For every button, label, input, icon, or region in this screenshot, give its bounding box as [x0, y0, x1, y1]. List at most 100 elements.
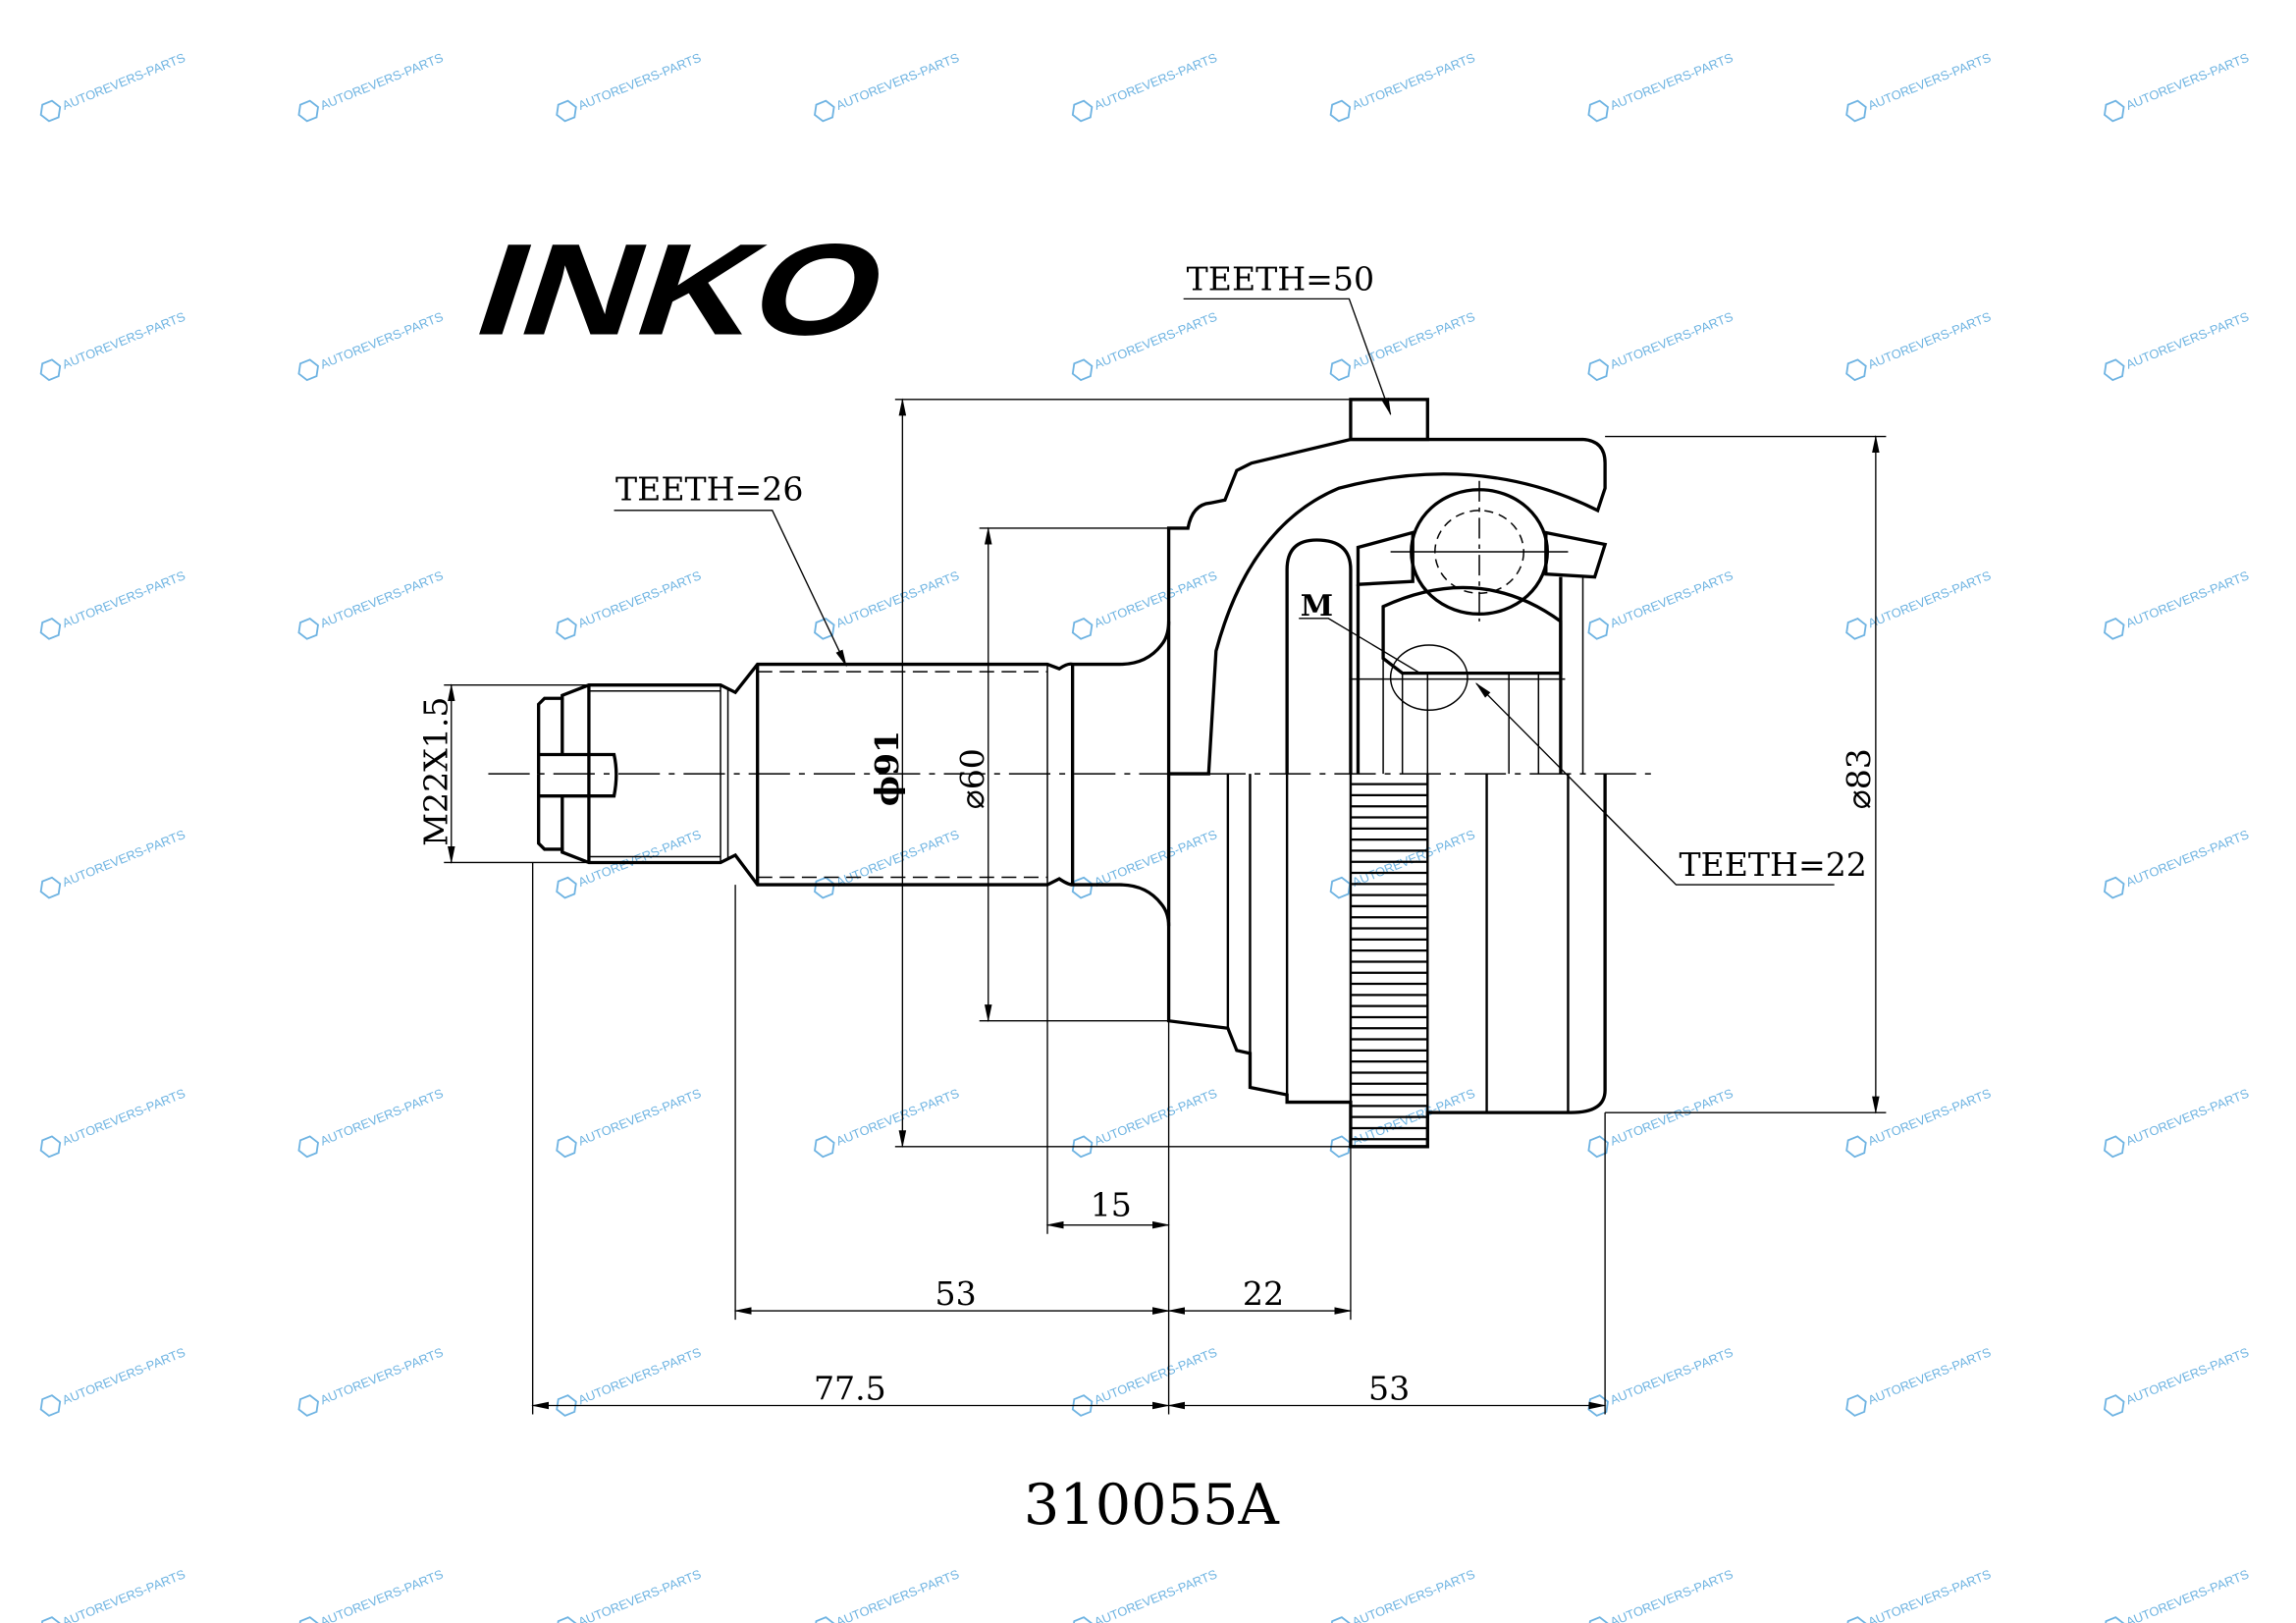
watermark-badge-icon [1587, 99, 1609, 123]
watermark-text: AUTOREVERS-PARTS [576, 50, 704, 113]
watermark-badge-icon [2104, 1135, 2125, 1159]
diameter-60-label: ⌀60 [953, 748, 991, 809]
watermark: AUTOREVERS-PARTS [1329, 1566, 1477, 1623]
diameter-83-label: ⌀83 [1840, 748, 1878, 809]
watermark-text: AUTOREVERS-PARTS [2124, 309, 2252, 372]
watermark-text: AUTOREVERS-PARTS [1866, 1566, 1994, 1623]
watermark-badge-icon [39, 358, 62, 382]
watermark-badge-icon [2104, 1394, 2125, 1417]
watermark-text: AUTOREVERS-PARTS [2124, 1566, 2252, 1623]
diameter-91-label: ϕ91 [868, 730, 906, 806]
watermark-badge-icon [1071, 1394, 1094, 1417]
watermark: AUTOREVERS-PARTS [2104, 309, 2252, 382]
watermark-text: AUTOREVERS-PARTS [60, 827, 187, 890]
watermark: AUTOREVERS-PARTS [556, 50, 704, 123]
part-number: 310055A [1024, 1472, 1280, 1538]
bell-housing-exterior [1166, 774, 1607, 1149]
watermark: AUTOREVERS-PARTS [556, 568, 704, 640]
watermark-badge-icon [556, 1135, 577, 1159]
watermark-text: AUTOREVERS-PARTS [1608, 1344, 1735, 1407]
watermark: AUTOREVERS-PARTS [2104, 568, 2251, 640]
watermark-text: AUTOREVERS-PARTS [1350, 827, 1477, 890]
watermark: AUTOREVERS-PARTS [1845, 1566, 1994, 1623]
teeth-22-label: TEETH=22 [1679, 845, 1866, 884]
watermark-text: AUTOREVERS-PARTS [1092, 50, 1219, 113]
watermark-badge-icon [1845, 1135, 1867, 1159]
watermark: AUTOREVERS-PARTS [39, 1344, 187, 1417]
watermark-text: AUTOREVERS-PARTS [576, 1344, 704, 1407]
watermark-text: AUTOREVERS-PARTS [2124, 1086, 2252, 1149]
watermark-text: AUTOREVERS-PARTS [1350, 309, 1477, 372]
watermark-badge-icon [297, 358, 319, 382]
watermark-badge-icon [1329, 1616, 1352, 1623]
watermark-badge-icon [39, 876, 62, 899]
watermark: AUTOREVERS-PARTS [1071, 309, 1219, 382]
teeth-50-label: TEETH=50 [1187, 259, 1374, 298]
watermark-badge-icon [1071, 99, 1094, 123]
watermark-text: AUTOREVERS-PARTS [318, 1344, 446, 1407]
watermark-text: AUTOREVERS-PARTS [1608, 1566, 1735, 1623]
watermark: AUTOREVERS-PARTS [1845, 1086, 1994, 1159]
watermark: AUTOREVERS-PARTS [297, 568, 446, 640]
watermark-badge-icon [556, 99, 577, 123]
watermark-badge-icon [297, 1135, 319, 1159]
watermark: AUTOREVERS-PARTS [297, 1086, 446, 1159]
watermark: AUTOREVERS-PARTS [1845, 50, 1993, 123]
watermark-badge-icon [1071, 358, 1094, 382]
dim-77-5-label: 77.5 [814, 1369, 886, 1407]
watermark-text: AUTOREVERS-PARTS [60, 1344, 187, 1407]
watermark: AUTOREVERS-PARTS [1587, 1086, 1735, 1159]
watermark-badge-icon [1587, 1135, 1609, 1159]
watermark-text: AUTOREVERS-PARTS [2124, 1344, 2252, 1407]
watermark: AUTOREVERS-PARTS [297, 309, 446, 382]
watermark: AUTOREVERS-PARTS [814, 568, 961, 640]
watermark-badge-icon [1845, 358, 1867, 382]
watermark: AUTOREVERS-PARTS [556, 1086, 703, 1159]
dim-53-shaft-label: 53 [935, 1274, 977, 1313]
watermark-badge-icon [2104, 876, 2125, 899]
watermark-badge-icon [556, 1616, 577, 1623]
watermark: AUTOREVERS-PARTS [1587, 1566, 1735, 1623]
watermark-text: AUTOREVERS-PARTS [60, 1086, 187, 1149]
watermark: AUTOREVERS-PARTS [1587, 568, 1735, 640]
watermark-text: AUTOREVERS-PARTS [834, 50, 962, 113]
watermark: AUTOREVERS-PARTS [1071, 568, 1219, 640]
watermark: AUTOREVERS-PARTS [2104, 1086, 2252, 1159]
watermark: AUTOREVERS-PARTS [1071, 1086, 1219, 1159]
watermark-badge-icon [814, 99, 835, 123]
watermark-badge-icon [297, 1394, 319, 1417]
watermark-text: AUTOREVERS-PARTS [60, 1566, 187, 1623]
watermark-text: AUTOREVERS-PARTS [2124, 827, 2252, 890]
watermark-text: AUTOREVERS-PARTS [1092, 1344, 1219, 1407]
watermark-text: AUTOREVERS-PARTS [1092, 1566, 1219, 1623]
watermark: AUTOREVERS-PARTS [297, 50, 446, 123]
dimension-lines [444, 298, 1887, 1415]
watermark-badge-icon [2104, 358, 2125, 382]
watermark-badge-icon [1071, 618, 1094, 640]
watermark: AUTOREVERS-PARTS [1587, 309, 1735, 382]
watermark: AUTOREVERS-PARTS [814, 1086, 961, 1159]
watermark-badge-icon [39, 618, 62, 640]
watermark-text: AUTOREVERS-PARTS [1866, 1086, 1994, 1149]
watermark-badge-icon [1845, 618, 1867, 640]
watermark: AUTOREVERS-PARTS [814, 827, 961, 899]
watermark: AUTOREVERS-PARTS [814, 1566, 961, 1623]
watermark-layer: AUTOREVERS-PARTS AUTOREVERS-PARTS AUTOREVE… [39, 50, 2252, 1623]
watermark-text: AUTOREVERS-PARTS [1608, 568, 1735, 630]
watermark-text: AUTOREVERS-PARTS [318, 1086, 446, 1149]
watermark-badge-icon [1329, 99, 1352, 123]
thread-label: M22X1.5 [416, 697, 454, 846]
watermark: AUTOREVERS-PARTS [297, 1344, 446, 1417]
watermark: AUTOREVERS-PARTS [39, 1086, 187, 1159]
watermark-badge-icon [1329, 358, 1352, 382]
watermark-text: AUTOREVERS-PARTS [318, 568, 446, 630]
watermark-text: AUTOREVERS-PARTS [576, 568, 704, 630]
watermark-badge-icon [1587, 1394, 1609, 1417]
watermark-badge-icon [1071, 1616, 1094, 1623]
watermark: AUTOREVERS-PARTS [39, 50, 187, 123]
watermark-badge-icon [39, 1616, 62, 1623]
dim-53-bell-label: 53 [1368, 1369, 1410, 1407]
watermark: AUTOREVERS-PARTS [1071, 1344, 1219, 1417]
watermark-text: AUTOREVERS-PARTS [1608, 1086, 1735, 1149]
